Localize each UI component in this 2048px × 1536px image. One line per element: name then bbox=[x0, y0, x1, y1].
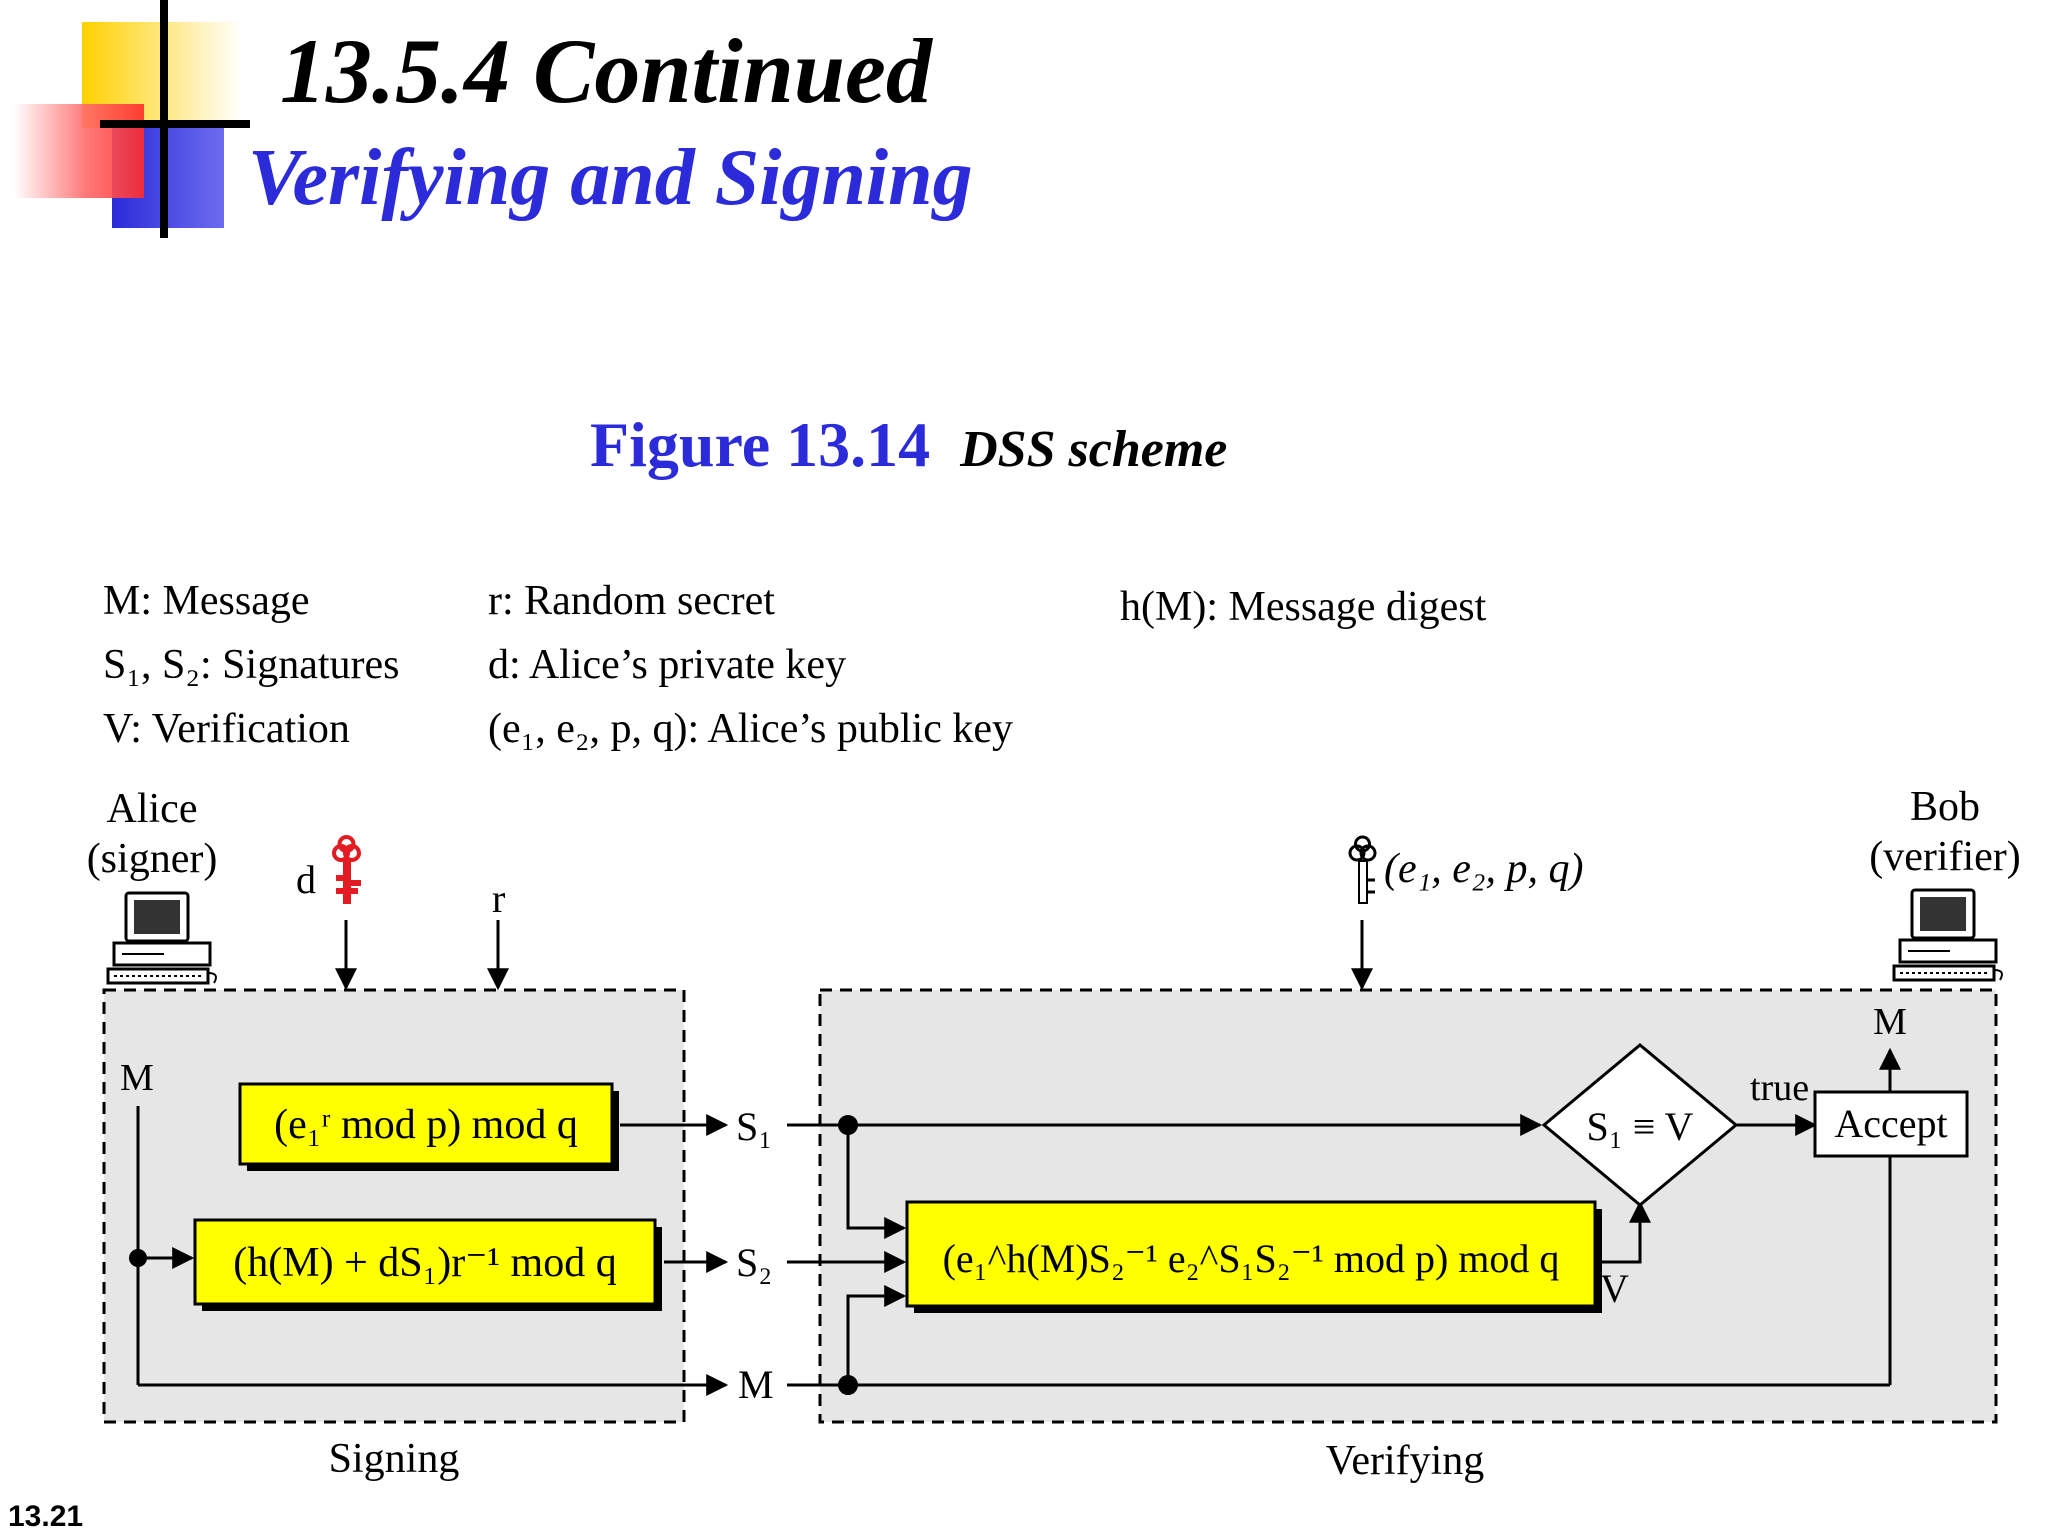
slide-number: 13.21 bbox=[8, 1500, 84, 1533]
accept-box bbox=[1813, 1090, 1969, 1158]
figure-title: DSS scheme bbox=[960, 421, 1228, 478]
alice-computer-icon bbox=[106, 891, 217, 985]
s1-formula: (e₁ʳ mod p) mod q bbox=[274, 1102, 578, 1148]
channel-m: M bbox=[738, 1362, 774, 1407]
channel-s2: S₂ bbox=[736, 1240, 772, 1285]
alice-role: (signer) bbox=[87, 836, 218, 882]
legend-private-key: d: Alice’s private key bbox=[488, 642, 847, 688]
public-key-label: (e₁, e₂, p, q) bbox=[1384, 846, 1583, 892]
true-label: true bbox=[1750, 1067, 1809, 1109]
figure-caption: Figure 13.14 DSS scheme bbox=[590, 408, 1227, 482]
s2-formula-box bbox=[193, 1218, 657, 1306]
legend-verification: V: Verification bbox=[103, 706, 350, 752]
alice-name: Alice bbox=[107, 786, 198, 832]
v-formula-box bbox=[905, 1200, 1597, 1308]
s1-to-v-line bbox=[846, 1125, 907, 1239]
bob-computer-icon bbox=[1892, 888, 2003, 982]
v-formula: (e₁^h(M)S₂⁻¹ e₂^S₁S₂⁻¹ mod p) mod q bbox=[943, 1236, 1560, 1281]
private-key-label: d bbox=[296, 857, 316, 902]
signing-label: Signing bbox=[329, 1436, 460, 1482]
v-output-line bbox=[1595, 1200, 1651, 1264]
accept-label: Accept bbox=[1834, 1101, 1947, 1146]
bob-role: (verifier) bbox=[1869, 834, 2021, 880]
legend-message: M: Message bbox=[103, 578, 310, 624]
signing-message-label: M bbox=[120, 1057, 154, 1099]
signing-section bbox=[102, 988, 686, 1424]
random-secret-label: r bbox=[492, 876, 505, 921]
verifying-label: Verifying bbox=[1326, 1438, 1485, 1484]
legend-signatures: S₁, S₂: Signatures bbox=[103, 642, 400, 688]
legend-random-secret: r: Random secret bbox=[488, 578, 775, 624]
slide-subtitle: Verifying and Signing bbox=[248, 134, 973, 222]
private-key-icon bbox=[332, 835, 361, 904]
compare-label: S₁ ≡ V bbox=[1587, 1104, 1694, 1149]
output-message-label: M bbox=[1873, 1001, 1907, 1043]
s1-formula-box bbox=[238, 1082, 614, 1166]
v-label: V bbox=[1600, 1266, 1629, 1311]
s2-formula: (h(M) + dS₁)r⁻¹ mod q bbox=[233, 1240, 616, 1286]
legend-digest: h(M): Message digest bbox=[1120, 584, 1487, 630]
legend-public-key: (e₁, e₂, p, q): Alice’s public key bbox=[488, 706, 1013, 752]
channel-s1: S₁ bbox=[736, 1104, 772, 1149]
public-key-icon bbox=[1348, 835, 1377, 904]
bob-name: Bob bbox=[1910, 784, 1980, 830]
title-decoration bbox=[14, 0, 250, 238]
figure-label: Figure 13.14 bbox=[590, 409, 931, 480]
slide-title: 13.5.4 Continued bbox=[280, 20, 932, 122]
m-to-v-line bbox=[846, 1285, 907, 1385]
compare-diamond bbox=[1541, 1043, 1739, 1207]
